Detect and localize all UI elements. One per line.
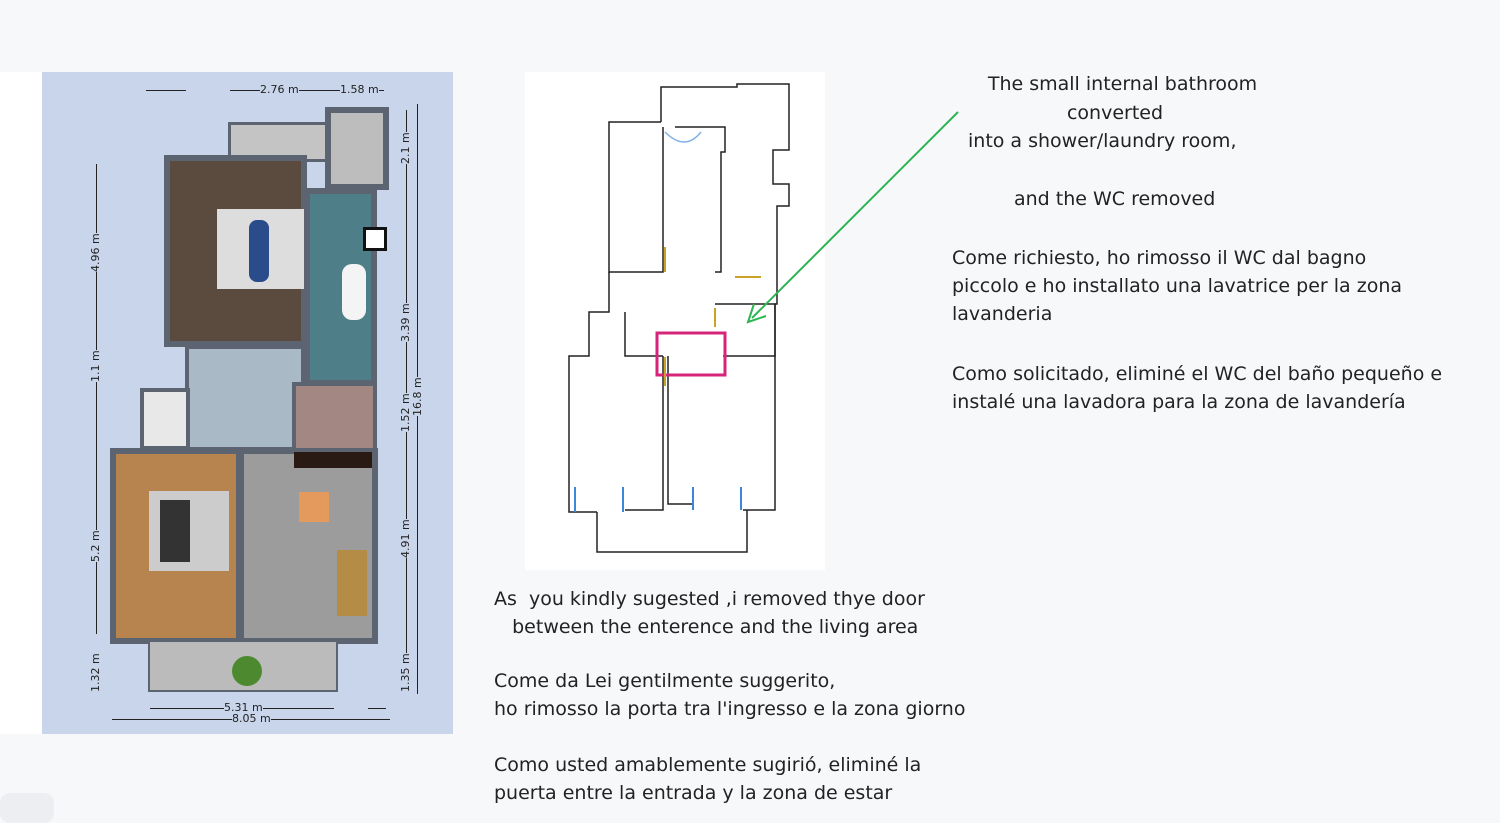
note-door-en: As you kindly sugested ,i removed thye d…	[494, 588, 925, 638]
note-bathroom-it: Come richiesto, ho rimosso il WC dal bag…	[952, 247, 1402, 325]
highlight-box	[655, 331, 727, 377]
plant-icon	[232, 656, 262, 686]
kitchen	[294, 452, 372, 468]
note-bathroom-en-2: converted	[1066, 102, 1164, 124]
dim-bottom-1: 5.31 m	[224, 701, 263, 714]
line-floor-plan	[525, 72, 825, 570]
note-bathroom-en-1: The small internal bathroom	[987, 73, 1258, 95]
sofa	[337, 550, 367, 616]
corner-panel	[0, 793, 54, 823]
table-dark	[160, 500, 190, 562]
left-margin	[0, 72, 42, 734]
note-door-es: Como usted amablemente sugirió, eliminé …	[494, 754, 922, 804]
window-icon	[363, 227, 387, 251]
bed-cover	[249, 220, 269, 282]
note-door-it: Come da Lei gentilmente suggerito, ho ri…	[494, 670, 966, 720]
dim-top-1: 2.76 m	[260, 83, 299, 96]
top-terrace	[325, 107, 389, 190]
dining-table	[299, 492, 329, 522]
note-bathroom-en-4: and the WC removed	[1014, 188, 1216, 210]
dim-bottom-total: 8.05 m	[232, 712, 271, 725]
living-room-right	[238, 448, 378, 644]
note-bathroom-en-3: into a shower/laundry room,	[968, 130, 1237, 152]
bathtub	[342, 264, 366, 320]
dim-top-2: 1.58 m	[340, 83, 379, 96]
floor-plan-3d: 2.76 m 1.58 m 4.96 m 1.1 m 5.2 m 1.32 m …	[42, 72, 453, 734]
note-bathroom-es: Como solicitado, eliminé el WC del baño …	[952, 363, 1443, 413]
